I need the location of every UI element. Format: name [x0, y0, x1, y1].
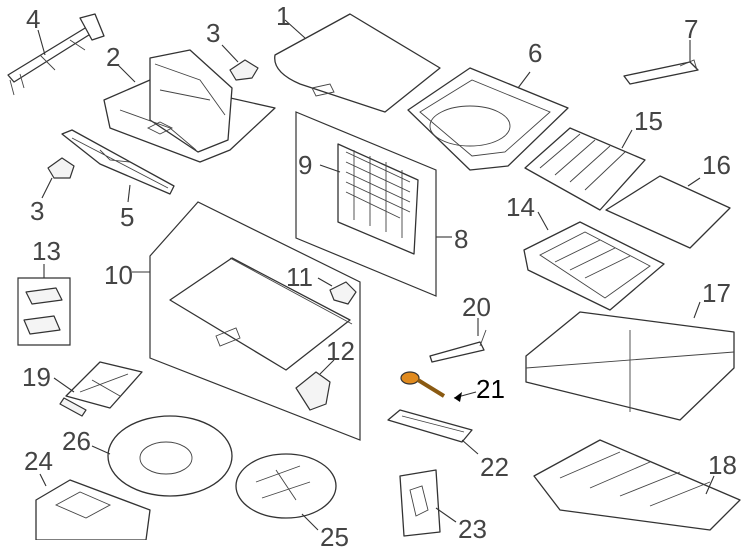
callout-6: 6 [528, 38, 543, 68]
callout-16: 16 [702, 150, 731, 180]
callout-20: 20 [462, 292, 491, 322]
group-box-10 [149, 201, 361, 441]
part-26-spare-wheel [107, 415, 233, 497]
callout-15: 15 [634, 106, 663, 136]
callout-8: 8 [454, 224, 469, 254]
part-3-clip-top [229, 59, 259, 81]
part-18-floor-frame [533, 439, 741, 531]
part-9-net-frame [337, 143, 419, 255]
callout-13: 13 [32, 236, 61, 266]
callout-22: 22 [480, 452, 509, 482]
part-4-rail [7, 13, 105, 96]
parts-diagram [7, 13, 741, 540]
part-14-cargo-tray [523, 221, 665, 311]
callout-18: 18 [708, 450, 737, 480]
callout-5: 5 [120, 202, 135, 232]
callout-2: 2 [106, 42, 121, 72]
callout-7: 7 [684, 14, 699, 44]
part-22-pouch [387, 409, 473, 443]
callout-21: 21 [476, 374, 505, 404]
part-6-spare-tray [407, 67, 569, 171]
part-11-end-cap [329, 281, 357, 305]
callout-9: 9 [298, 150, 313, 180]
part-19-jack [59, 361, 143, 417]
part-17-flat-mats [525, 311, 735, 421]
part-15-floor-grid [524, 127, 646, 211]
callout-26: 26 [62, 426, 91, 456]
part-16-cover-panel [605, 175, 731, 249]
callout-24: 24 [24, 446, 53, 476]
group-box-13 [17, 277, 71, 346]
callout-17: 17 [702, 278, 731, 308]
part-21-wrench [400, 371, 446, 398]
part-5-sill-trim [61, 129, 175, 195]
part-23-gloves-bag [399, 469, 441, 537]
part-2-storage-box [103, 49, 276, 163]
callout-3b: 3 [30, 196, 45, 226]
callout-14: 14 [506, 192, 535, 222]
part-7-strap [623, 59, 699, 85]
callout-11: 11 [286, 262, 313, 292]
part-20-rod [429, 329, 487, 363]
part-24-foam-insert [35, 479, 151, 540]
callout-1: 1 [276, 1, 291, 31]
part-12-bracket [295, 371, 331, 411]
callout-25: 25 [320, 522, 349, 552]
callout-10: 10 [104, 260, 133, 290]
cargo-cover-roller [169, 257, 353, 371]
part-1-floor-mat [274, 13, 441, 113]
callout-19: 19 [22, 362, 51, 392]
part-25-tool-tray [235, 453, 337, 519]
callout-23: 23 [458, 514, 487, 544]
callout-3a: 3 [206, 18, 221, 48]
part-3-clip-left [47, 157, 75, 179]
callout-4: 4 [26, 4, 41, 34]
group-box-8 [295, 111, 437, 297]
callout-12: 12 [326, 336, 355, 366]
